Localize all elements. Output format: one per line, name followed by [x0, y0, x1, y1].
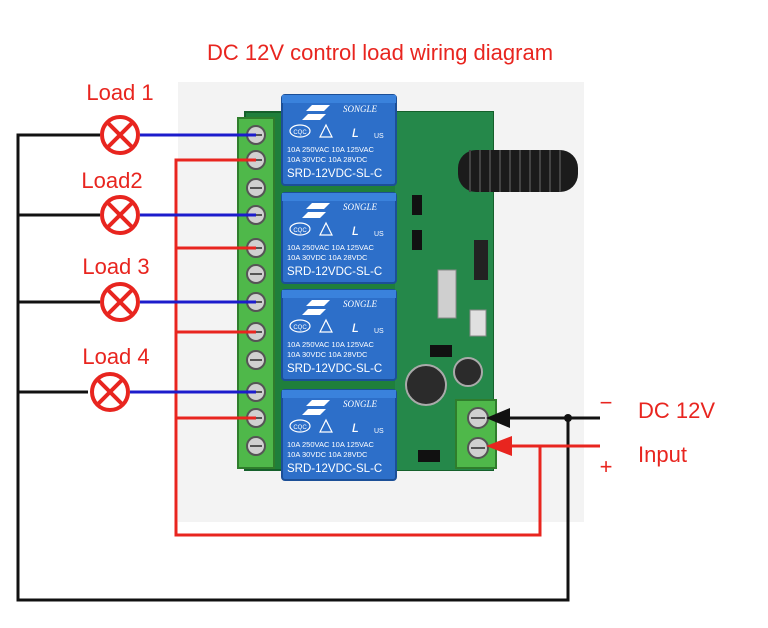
crystal-oscillator: [437, 269, 457, 319]
load-3-label: Load 3: [82, 254, 149, 279]
lamp-2-icon: [100, 195, 140, 235]
ul-mark-icon: ʟ: [352, 419, 359, 436]
ul-mark-icon: ʟ: [352, 319, 359, 336]
terminal-screw: [246, 178, 266, 198]
capacitor-small: [453, 357, 483, 387]
blue-load-wires: [130, 133, 256, 394]
relay-logo: [302, 105, 330, 120]
warning-triangle-icon: [319, 318, 333, 333]
relay-terminal-block: [237, 117, 275, 469]
antenna-coil: [458, 150, 578, 192]
resistor: [412, 230, 422, 250]
voltage-label: DC 12V: [638, 398, 715, 423]
ul-mark-icon: ʟ: [352, 124, 359, 141]
cert-mark: [289, 124, 311, 138]
relay-spec-line2: 10A 30VDC 10A 28VDC: [287, 253, 368, 262]
positive-arrow: [486, 436, 512, 456]
relay-spec-line2: 10A 30VDC 10A 28VDC: [287, 350, 368, 359]
relay-spec-line2: 10A 30VDC 10A 28VDC: [287, 450, 368, 459]
lamp-4-icon: [90, 372, 130, 412]
learn-button: [469, 309, 487, 337]
relay-brand: SONGLE: [343, 104, 378, 114]
relay-cert-left: CQC: [293, 228, 307, 234]
lamp-3-icon: [100, 282, 140, 322]
ul-mark-icon: ʟ: [352, 222, 359, 239]
relay-cert-right: US: [374, 133, 384, 140]
negative-arrow: [486, 408, 510, 428]
terminal-screw: [246, 264, 266, 284]
red-common-wires: [174, 158, 600, 537]
relay-cert-right: US: [374, 328, 384, 335]
load-1-label: Load 1: [86, 80, 153, 105]
relay-model: SRD-12VDC-SL-C: [287, 266, 382, 278]
cert-mark: [289, 319, 311, 333]
relay-logo: [302, 203, 330, 218]
load-2-label: Load2: [81, 168, 142, 193]
relay-model: SRD-12VDC-SL-C: [287, 168, 382, 180]
cert-mark: [289, 222, 311, 236]
relay-spec-line1: 10A 250VAC 10A 125VAC: [287, 145, 374, 154]
relay-cert-left: CQC: [293, 425, 307, 431]
input-label: Input: [638, 442, 687, 467]
relay-model: SRD-12VDC-SL-C: [287, 363, 382, 375]
load-4-label: Load 4: [82, 344, 149, 369]
cert-mark: [289, 419, 311, 433]
relay-cert-right: US: [374, 428, 384, 435]
regulator: [418, 450, 440, 462]
relay-spec-line1: 10A 250VAC 10A 125VAC: [287, 340, 374, 349]
transistor: [430, 345, 452, 357]
plus-symbol: +: [600, 454, 613, 479]
warning-triangle-icon: [319, 123, 333, 138]
warning-triangle-icon: [319, 418, 333, 433]
relay-brand: SONGLE: [343, 299, 378, 309]
relay-spec-line2: 10A 30VDC 10A 28VDC: [287, 155, 368, 164]
warning-triangle-icon: [319, 221, 333, 236]
chip: [474, 240, 488, 280]
relay-spec-line1: 10A 250VAC 10A 125VAC: [287, 243, 374, 252]
terminal-screw: [246, 350, 266, 370]
junction-dot: [564, 414, 572, 422]
relay-cert-right: US: [374, 231, 384, 238]
relay-cert-left: CQC: [293, 130, 307, 136]
diagram-title: DC 12V control load wiring diagram: [207, 40, 553, 65]
relay-spec-line1: 10A 250VAC 10A 125VAC: [287, 440, 374, 449]
lamp-1-icon: [100, 115, 140, 155]
resistor: [412, 195, 422, 215]
black-return-wires: [16, 133, 600, 602]
power-terminal-block: [455, 399, 497, 469]
relay-model: SRD-12VDC-SL-C: [287, 463, 382, 475]
capacitor: [405, 364, 447, 406]
terminal-screw: [246, 436, 266, 456]
relay-brand: SONGLE: [343, 399, 378, 409]
minus-symbol: −: [600, 390, 613, 415]
relay-brand: SONGLE: [343, 202, 378, 212]
relay-logo: [302, 300, 330, 315]
relay-cert-left: CQC: [293, 325, 307, 331]
relay-logo: [302, 400, 330, 415]
